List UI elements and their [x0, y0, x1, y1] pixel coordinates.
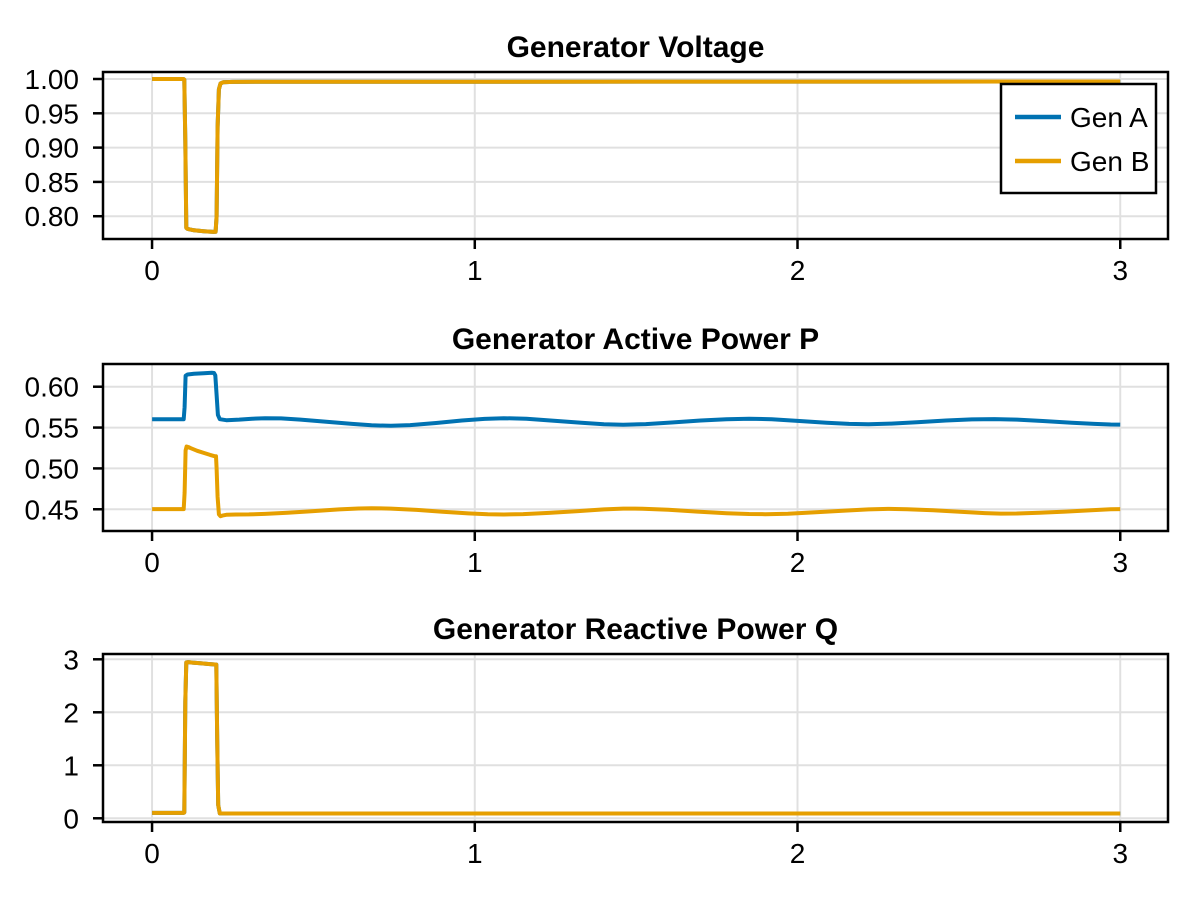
y-tick-label: 2: [63, 697, 79, 728]
axis-ticks: [93, 385, 1122, 541]
x-tick-label: 3: [1112, 547, 1128, 578]
axes-frame: [101, 362, 1170, 533]
x-tick-label: 1: [467, 838, 483, 869]
panel-generator-active-power: 0 1 2 3 0.60 0.55 0.50 0.45 Generator Active P…: [25, 323, 1170, 578]
legend-box: [999, 82, 1158, 195]
grid: [103, 654, 1168, 822]
x-tick-label: 0: [144, 838, 160, 869]
series-lines: [152, 370, 1121, 519]
axis-ticks: [93, 77, 1122, 249]
y-tick-labels: 0.60 0.55 0.50 0.45: [25, 372, 80, 526]
chart-title: Generator Voltage: [507, 31, 765, 64]
y-tick-label: 3: [63, 644, 79, 675]
axes-frame: [101, 652, 1170, 824]
grid: [103, 364, 1168, 531]
x-tick-label: 1: [467, 255, 483, 286]
grid: [103, 72, 1168, 239]
y-tick-label: 0.50: [25, 453, 80, 484]
y-tick-label: 0.80: [25, 201, 80, 232]
y-tick-label: 1.00: [25, 64, 80, 95]
x-tick-labels: 0 1 2 3: [144, 255, 1128, 286]
series-line-gen-a: [152, 660, 1121, 816]
series-lines: [152, 660, 1121, 816]
panel-generator-reactive-power: 0 1 2 3 3 2 1 0 Generator Reactive Power Q: [63, 613, 1170, 869]
y-tick-label: 0.95: [25, 98, 80, 129]
legend-label: Gen B: [1070, 146, 1149, 177]
x-tick-label: 2: [790, 547, 806, 578]
y-tick-label: 0.45: [25, 494, 80, 525]
y-tick-label: 0: [63, 803, 79, 834]
x-tick-label: 0: [144, 255, 160, 286]
chart-title: Generator Active Power P: [452, 323, 819, 356]
y-tick-label: 0.90: [25, 133, 80, 164]
series-line-gen-b: [152, 660, 1121, 816]
x-tick-label: 0: [144, 547, 160, 578]
x-tick-labels: 0 1 2 3: [144, 838, 1128, 869]
series-line-gen-b: [152, 444, 1121, 519]
y-tick-labels: 3 2 1 0: [63, 644, 79, 834]
axes-frame: [101, 70, 1170, 241]
y-tick-label: 0.55: [25, 413, 80, 444]
axis-ticks: [93, 658, 1122, 832]
x-tick-labels: 0 1 2 3: [144, 547, 1128, 578]
series-line-gen-a: [152, 370, 1121, 428]
chart-title: Generator Reactive Power Q: [433, 613, 838, 646]
x-tick-label: 3: [1112, 838, 1128, 869]
y-tick-label: 0.85: [25, 167, 80, 198]
legend: Gen A Gen B: [999, 82, 1158, 195]
y-tick-label: 1: [63, 750, 79, 781]
x-tick-label: 2: [790, 255, 806, 286]
x-tick-label: 2: [790, 838, 806, 869]
legend-label: Gen A: [1070, 102, 1148, 133]
y-tick-labels: 1.000.95 0.900.850.80: [25, 64, 80, 232]
y-tick-label: 0.60: [25, 372, 80, 403]
panel-generator-voltage: 0 1 2 3 1.000.95 0.900.850.80 Generator Volt…: [25, 31, 1170, 286]
series-line-gen-a: [152, 77, 1121, 234]
series-lines: [152, 77, 1121, 234]
x-tick-label: 1: [467, 547, 483, 578]
series-line-gen-b: [152, 77, 1121, 234]
x-tick-label: 3: [1112, 255, 1128, 286]
